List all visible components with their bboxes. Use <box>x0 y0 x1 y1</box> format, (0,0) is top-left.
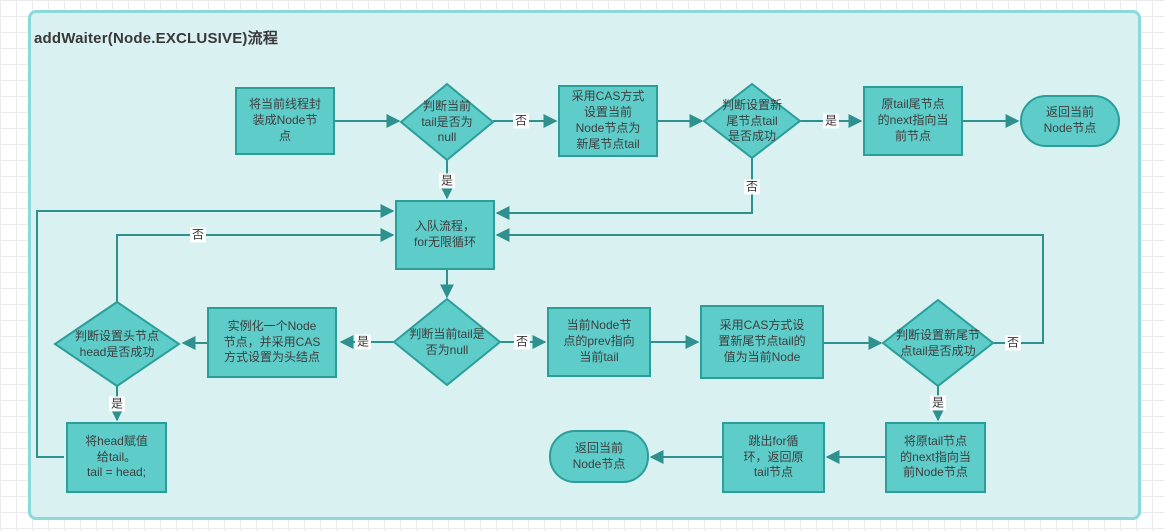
node-assign-head-to-tail[interactable]: 将head赋值 给tail。 tail = head; <box>66 422 167 493</box>
decision-check-set-new-tail-1[interactable] <box>702 82 802 160</box>
diagram-title: addWaiter(Node.EXCLUSIVE)流程 <box>34 30 279 47</box>
edge-label-no-set-tail-fail: 否 <box>743 179 761 195</box>
node-cas-set-new-tail[interactable]: 采用CAS方式设 置新尾节点tail的 值为当前Node <box>700 305 824 379</box>
decision-check-set-head-label: 判断设置头节点 head是否成功 <box>74 329 159 359</box>
decision-check-set-new-tail-2-label: 判断设置新尾节 点tail是否成功 <box>895 328 980 358</box>
node-old-tail-next[interactable]: 原tail尾节点 的next指向当 前节点 <box>863 86 963 156</box>
node-wrap-thread[interactable]: 将当前线程封 装成Node节 点 <box>235 87 335 155</box>
node-return-node-bottom[interactable]: 返回当前 Node节点 <box>549 430 649 483</box>
decision-check-set-new-tail-1-label: 判断设置新 尾节点tail 是否成功 <box>721 98 782 144</box>
edge-check-head-no-to-loop <box>116 228 395 302</box>
edge-check-set-tail-no-to-loop <box>495 158 753 220</box>
edge-label-no-tail2-not-null: 否 <box>513 334 531 350</box>
edge-label-no-set-new-tail-fail: 否 <box>1004 335 1022 351</box>
node-prev-tail[interactable]: 当前Node节 点的prev指向 当前tail <box>547 307 651 377</box>
edge-label-yes-set-tail-ok: 是 <box>822 113 840 129</box>
node-enqueue-loop[interactable]: 入队流程， for无限循环 <box>395 200 495 270</box>
edge-label-yes-set-head-ok: 是 <box>108 396 126 412</box>
decision-check-tail-null-2[interactable] <box>392 297 502 387</box>
decision-check-tail-null-2-label: 判断当前tail是 否为null <box>409 327 485 357</box>
edge-assign-to-loop <box>36 204 395 458</box>
edge-label-no-set-head-fail: 否 <box>189 227 207 243</box>
node-old-tail-next-node[interactable]: 将原tail节点 的next指向当 前Node节点 <box>885 422 986 493</box>
edge-label-yes-tail-null: 是 <box>438 173 456 189</box>
node-break-for-loop[interactable]: 跳出for循 环，返回原 tail节点 <box>722 422 825 493</box>
node-cas-set-tail[interactable]: 采用CAS方式 设置当前 Node节点为 新尾节点tail <box>558 85 658 157</box>
decision-check-tail-null-1[interactable] <box>399 82 495 162</box>
node-return-node-top[interactable]: 返回当前 Node节点 <box>1020 95 1120 147</box>
edge-label-yes-tail2-null: 是 <box>354 334 372 350</box>
decision-check-tail-null-1-label: 判断当前 tail是否为 null <box>421 99 473 145</box>
edge-label-yes-set-new-tail-ok: 是 <box>929 395 947 411</box>
edge-label-no-tail-not-null: 否 <box>512 113 530 129</box>
decision-check-set-head[interactable] <box>53 300 181 388</box>
decision-check-set-new-tail-2[interactable] <box>881 298 995 388</box>
node-init-node-head[interactable]: 实例化一个Node 节点，并采用CAS 方式设置为头结点 <box>207 307 337 378</box>
